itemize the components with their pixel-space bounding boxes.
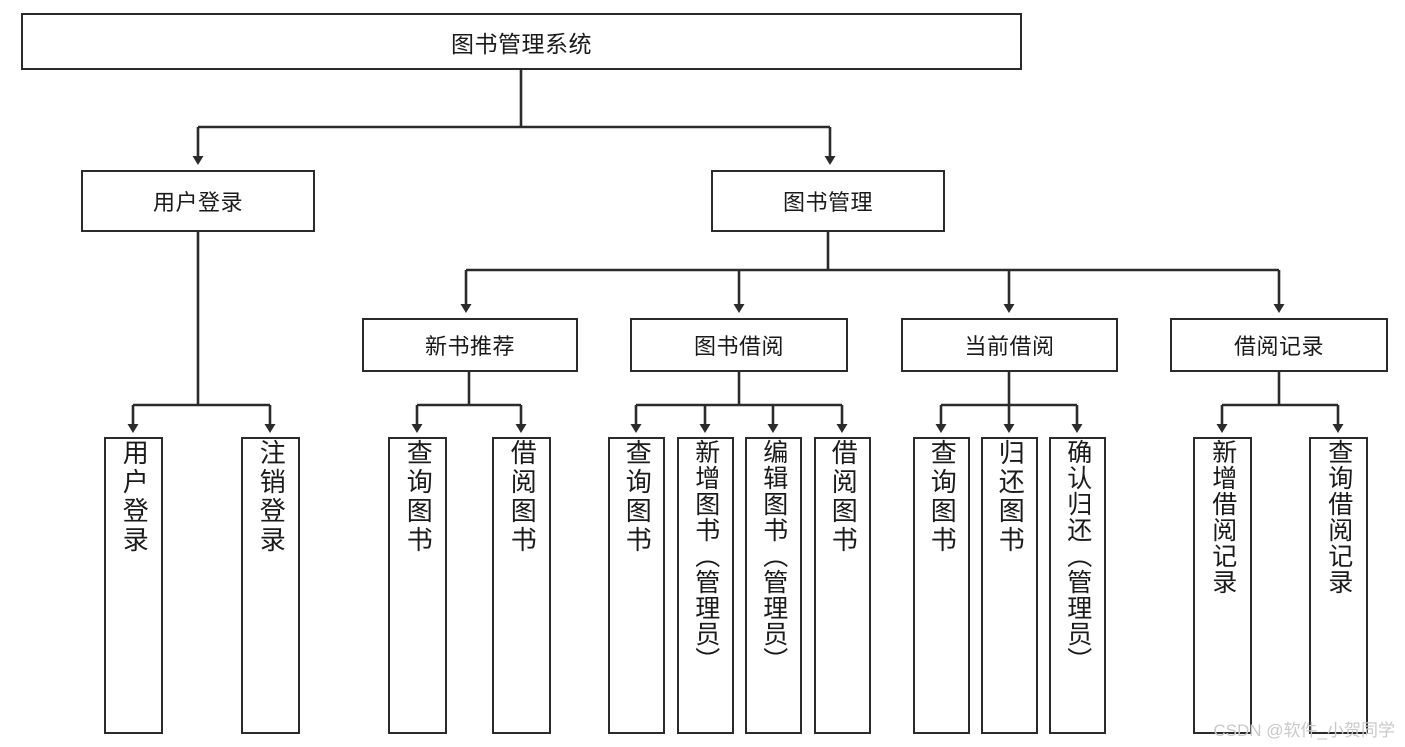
- leaf-add-book-admin[interactable]: 新增图书（管理员）: [677, 437, 734, 734]
- leaf-query-book-recommend[interactable]: 查询图书: [388, 437, 447, 734]
- leaf-query-book-current[interactable]: 查询图书: [913, 437, 970, 734]
- node-book-management[interactable]: 图书管理: [711, 170, 945, 232]
- node-root-system[interactable]: 图书管理系统: [21, 13, 1022, 70]
- node-current-borrow[interactable]: 当前借阅: [901, 318, 1118, 372]
- leaf-confirm-return-admin[interactable]: 确认归还（管理员）: [1049, 437, 1106, 734]
- leaf-query-borrow-record[interactable]: 查询借阅记录: [1309, 437, 1368, 734]
- node-label: 查询图书: [927, 439, 958, 555]
- node-label: 借阅图书: [507, 439, 538, 555]
- leaf-logout[interactable]: 注销登录: [241, 437, 300, 734]
- node-label: 查询图书: [403, 439, 434, 555]
- node-label: 借阅图书: [828, 439, 859, 555]
- leaf-borrow-book-recommend[interactable]: 借阅图书: [492, 437, 551, 734]
- node-label: 新增借阅记录: [1208, 439, 1237, 595]
- node-label: 用户登录: [119, 439, 150, 555]
- node-label: 查询图书: [622, 439, 653, 555]
- node-label: 当前借阅: [964, 334, 1055, 359]
- node-label: 图书管理系统: [451, 30, 592, 57]
- leaf-return-book[interactable]: 归还图书: [981, 437, 1038, 734]
- node-label: 查询借阅记录: [1324, 439, 1353, 595]
- node-label: 借阅记录: [1233, 334, 1324, 359]
- leaf-add-borrow-record[interactable]: 新增借阅记录: [1193, 437, 1252, 734]
- node-book-borrow[interactable]: 图书借阅: [630, 318, 848, 372]
- leaf-user-login[interactable]: 用户登录: [104, 437, 163, 734]
- node-label: 新增图书（管理员）: [691, 439, 720, 673]
- leaf-query-book-borrow[interactable]: 查询图书: [608, 437, 665, 734]
- node-label: 图书借阅: [693, 334, 784, 359]
- node-new-book-recommend[interactable]: 新书推荐: [362, 318, 578, 372]
- leaf-edit-book-admin[interactable]: 编辑图书（管理员）: [745, 437, 802, 734]
- node-label: 用户登录: [152, 190, 243, 215]
- node-label: 归还图书: [995, 439, 1026, 555]
- node-user-login[interactable]: 用户登录: [81, 170, 315, 232]
- watermark: CSDN @软件_小贺同学: [1213, 721, 1395, 740]
- node-borrow-record[interactable]: 借阅记录: [1170, 318, 1388, 372]
- node-label: 确认归还（管理员）: [1063, 439, 1092, 673]
- node-label: 编辑图书（管理员）: [759, 439, 788, 673]
- leaf-borrow-book[interactable]: 借阅图书: [814, 437, 871, 734]
- node-label: 注销登录: [256, 439, 287, 555]
- node-label: 图书管理: [782, 190, 873, 215]
- node-label: 新书推荐: [424, 334, 515, 359]
